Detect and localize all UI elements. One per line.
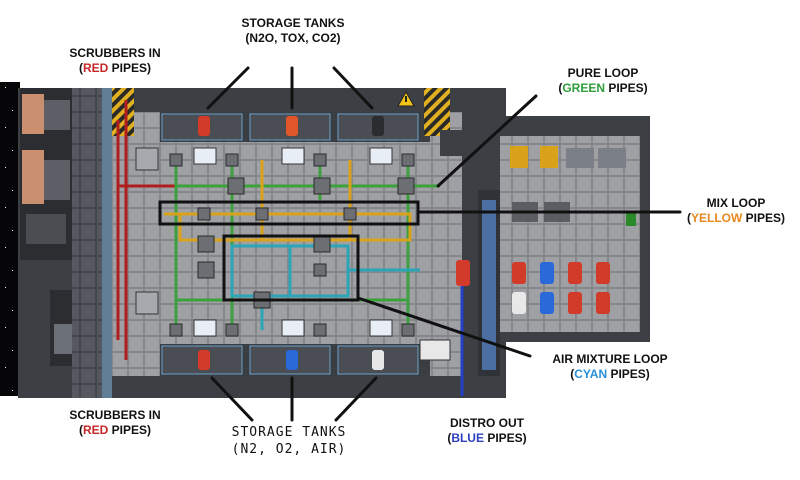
left-bottom-machines [135,147,451,361]
storage-tanks-bottom-title: STORAGE TANKS [231,425,347,440]
pure-loop-label: PURE LOOP (GREEN PIPES) [548,66,658,96]
right-column [456,190,500,376]
storage-tanks-top-title: STORAGE TANKS [241,16,345,30]
mix-loop-pipes [164,160,412,242]
top-storage-tanks [160,112,430,142]
canister-icon [372,116,384,136]
hazard-strip [424,88,450,136]
left-corridor [72,88,102,398]
pure-loop-pipes: (GREEN PIPES) [558,81,648,95]
canister-icon [286,116,298,136]
scrubber-pipes [116,100,176,360]
storage-tanks-top-label: STORAGE TANKS (N2O, TOX, CO2) [218,16,368,46]
hazard-strip [112,88,134,136]
air-mixture-pipes [230,244,420,330]
console-row-bottom [193,319,393,337]
canister-icon [198,116,210,136]
canister-icon [286,350,298,370]
air-mixture-loop-pipes: (CYAN PIPES) [570,367,650,381]
air-mixture-loop-label: AIR MIXTURE LOOP (CYAN PIPES) [540,352,680,382]
distro-out-label: DISTRO OUT (BLUE PIPES) [432,416,542,446]
wall-segment [440,130,462,156]
console-row-top [193,147,393,165]
scrubbers-in-bottom-label: SCRUBBERS IN (RED PIPES) [60,408,170,438]
canister-icon [372,350,384,370]
distro-out-title: DISTRO OUT [450,416,524,430]
scrubbers-in-top-label: SCRUBBERS IN (RED PIPES) [60,46,170,76]
warning-sign-icon [397,90,415,107]
mix-loop-title: MIX LOOP [706,196,766,210]
storage-tanks-top-gases: (N2O, TOX, CO2) [245,31,341,45]
air-mixture-loop-title: AIR MIXTURE LOOP [552,352,668,366]
storage-tanks-bottom-label: STORAGE TANKS (N2, O2, AIR) [214,424,364,458]
scrubbers-in-bottom-title: SCRUBBERS IN [69,408,161,422]
scrubbers-in-bottom-pipes: (RED PIPES) [78,423,152,437]
callout-lines [206,66,682,422]
mix-loop-label: MIX LOOP (YELLOW PIPES) [676,196,796,226]
gas-tank-icon [512,262,610,314]
scrubbers-in-top-title: SCRUBBERS IN [69,46,161,60]
mix-loop-pipes: (YELLOW PIPES) [686,211,785,225]
pure-loop-title: PURE LOOP [567,66,639,80]
storage-tanks-bottom-gases: (N2, O2, AIR) [231,442,347,457]
canister-icon [198,350,210,370]
air-mixture-highlight [222,234,360,302]
distro-out-pipes: (BLUE PIPES) [447,431,527,445]
right-room-machines [510,146,636,226]
left-window [102,88,112,398]
scrubbers-in-top-pipes: (RED PIPES) [78,61,152,75]
bottom-storage-tanks [160,344,430,376]
